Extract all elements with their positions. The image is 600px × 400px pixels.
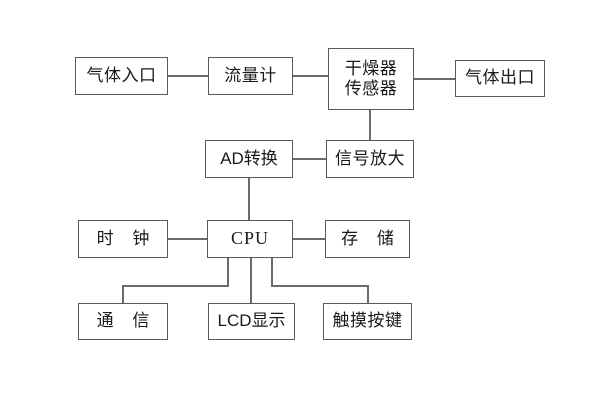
node-gas-outlet-label: 气体出口 <box>465 68 535 88</box>
node-signal-amplifier[interactable]: 信号放大 <box>326 140 414 178</box>
node-communication-label: 通 信 <box>96 311 157 331</box>
node-ad-converter[interactable]: AD转换 <box>205 140 293 178</box>
node-storage[interactable]: 存 储 <box>325 220 410 258</box>
node-dryer-sensor-label-line2: 传感器 <box>344 79 398 98</box>
node-signal-amplifier-label: 信号放大 <box>335 148 405 168</box>
node-clock[interactable]: 时 钟 <box>78 220 168 258</box>
edge-cpu-to-communication <box>122 258 229 303</box>
node-flow-meter[interactable]: 流量计 <box>208 57 293 95</box>
node-gas-inlet-label: 气体入口 <box>86 65 157 85</box>
node-communication[interactable]: 通 信 <box>78 303 168 340</box>
node-ad-converter-label: AD转换 <box>220 148 278 168</box>
node-cpu-label: CPU <box>230 228 269 249</box>
node-dryer-sensor-label-line1: 干燥器 <box>344 58 398 78</box>
node-gas-outlet[interactable]: 气体出口 <box>455 60 545 97</box>
node-touch-keys[interactable]: 触摸按键 <box>323 303 412 340</box>
node-gas-inlet[interactable]: 气体入口 <box>75 57 168 95</box>
node-cpu[interactable]: CPU <box>207 220 293 258</box>
edge-cpu-to-touch-keys <box>271 258 369 303</box>
watermark-text <box>424 325 574 337</box>
node-dryer-sensor[interactable]: 干燥器 传感器 <box>328 48 414 110</box>
node-storage-label: 存 储 <box>341 228 401 248</box>
node-lcd-display[interactable]: LCD显示 <box>208 303 295 340</box>
node-clock-label: 时 钟 <box>96 228 157 248</box>
node-touch-keys-label: 触摸按键 <box>332 311 403 331</box>
node-flow-meter-label: 流量计 <box>224 65 277 85</box>
node-lcd-display-label: LCD显示 <box>217 311 286 331</box>
